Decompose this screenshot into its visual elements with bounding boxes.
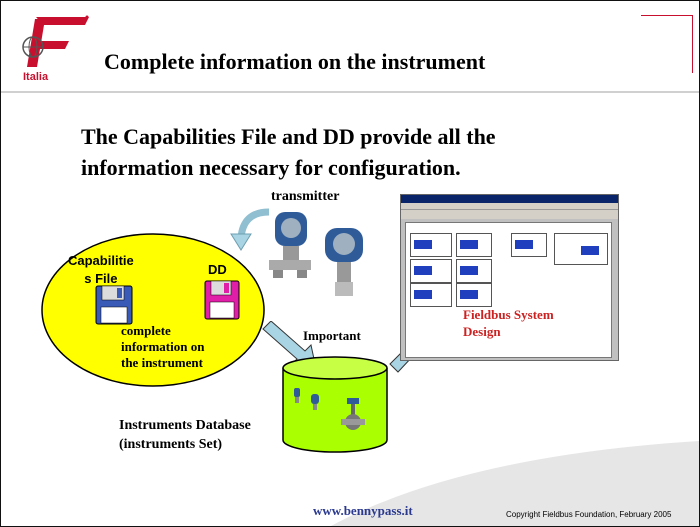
ellipse-info-line-3: the instrument bbox=[121, 355, 203, 370]
capabilities-label: Capabilitie s File bbox=[68, 252, 134, 288]
design-label: Fieldbus System Design bbox=[463, 306, 554, 340]
capabilities-label-line-1: Capabilitie bbox=[68, 253, 134, 268]
design-label-line-2: Design bbox=[463, 324, 501, 339]
subtitle-line-1: The Capabilities File and DD provide all… bbox=[81, 124, 496, 149]
function-block bbox=[410, 233, 452, 257]
title-divider bbox=[1, 91, 699, 93]
floppy-disk-blue-icon bbox=[95, 285, 133, 325]
function-block bbox=[511, 233, 547, 257]
ellipse-info-text: complete information on the instrument bbox=[121, 323, 204, 371]
database-label-line-2: (instruments Set) bbox=[119, 437, 223, 452]
function-block bbox=[456, 233, 492, 257]
decor-top-right-bracket bbox=[641, 15, 693, 16]
database-cylinder bbox=[282, 356, 388, 453]
floppy-disk-magenta-icon bbox=[204, 280, 240, 320]
function-block bbox=[410, 283, 452, 307]
transmitter-label: transmitter bbox=[271, 189, 340, 204]
capabilities-label-line-2: s File bbox=[84, 271, 118, 286]
curved-arrow-icon bbox=[230, 208, 270, 251]
important-label: Important bbox=[303, 328, 361, 343]
function-block bbox=[456, 283, 492, 307]
database-label-line-1: Instruments Database bbox=[119, 418, 251, 433]
decor-top-right-bracket-vertical bbox=[692, 15, 693, 73]
function-block bbox=[456, 259, 492, 283]
software-window-screenshot bbox=[400, 194, 619, 361]
database-label: Instruments Database (instruments Set) bbox=[119, 416, 251, 454]
window-toolbar bbox=[401, 210, 618, 219]
window-titlebar bbox=[401, 195, 618, 203]
dd-label: DD bbox=[208, 262, 227, 277]
ellipse-info-line-2: information on bbox=[121, 339, 205, 354]
capabilities-ellipse bbox=[41, 233, 265, 387]
design-label-line-1: Fieldbus System bbox=[463, 307, 554, 322]
logo-text: Italia bbox=[23, 71, 49, 83]
window-canvas bbox=[405, 222, 612, 358]
function-block bbox=[554, 233, 608, 265]
footer-url[interactable]: www.bennypass.it bbox=[313, 503, 413, 518]
ellipse-info-line-1: complete bbox=[121, 323, 171, 338]
page-title: Complete information on the instrument bbox=[104, 49, 486, 74]
logo-mark-icon bbox=[22, 15, 89, 67]
logo: Italia bbox=[11, 11, 91, 87]
copyright-text: Copyright Fieldbus Foundation, February … bbox=[506, 510, 672, 519]
transmitter-icon bbox=[269, 212, 363, 296]
window-menubar bbox=[401, 203, 618, 210]
subtitle: The Capabilities File and DD provide all… bbox=[81, 121, 496, 183]
database-device-icons bbox=[294, 388, 365, 430]
subtitle-line-2: information necessary for configuration. bbox=[81, 155, 461, 180]
function-block bbox=[410, 259, 452, 283]
